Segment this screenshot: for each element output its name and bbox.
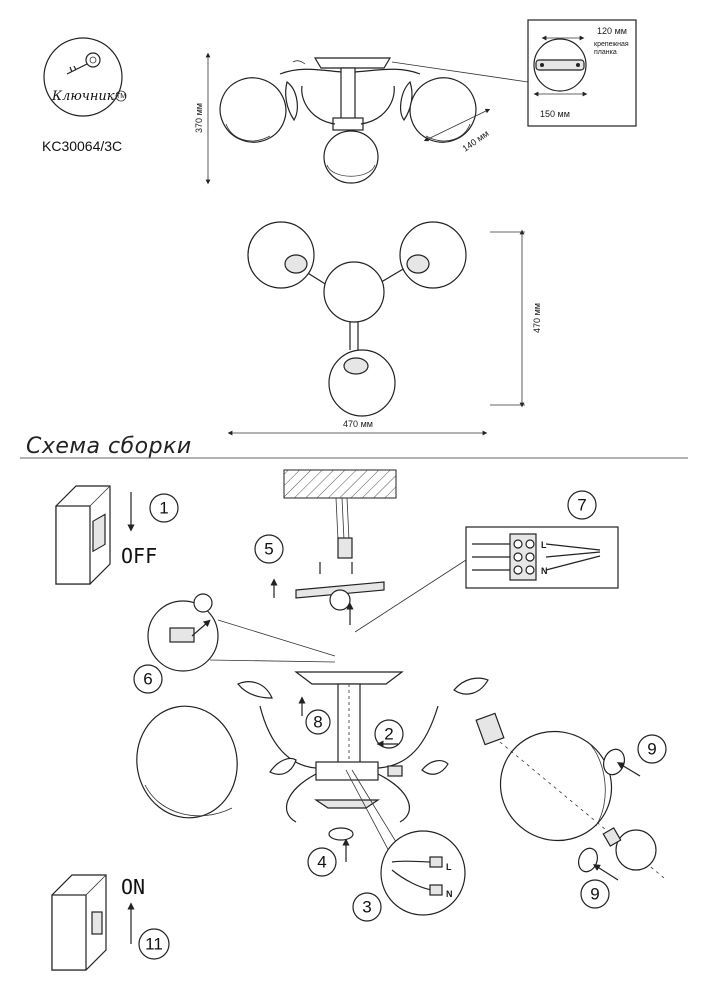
- step-badge-3: 3: [352, 892, 382, 922]
- assembly-title: Схема сборки: [26, 434, 192, 459]
- svg-text:7: 7: [577, 496, 586, 515]
- svg-text:5: 5: [264, 540, 273, 559]
- plate-label-line1: крепежная: [594, 41, 629, 48]
- plate-width-label: 120 мм: [597, 26, 627, 36]
- wire-label-n: N: [446, 889, 453, 899]
- svg-text:2: 2: [384, 725, 393, 744]
- mounting-plate-detail: 120 мм крепежная планка 150 мм: [527, 19, 637, 127]
- wire-label-l: L: [446, 862, 452, 872]
- svg-text:1: 1: [159, 499, 168, 518]
- terminal-label-n: N: [541, 566, 548, 576]
- step-badge-2: 2: [374, 719, 404, 749]
- step-badge-4: 4: [307, 847, 337, 877]
- brand-logo: Ключник TM: [43, 37, 127, 117]
- step-badge-5: 5: [254, 534, 284, 564]
- svg-text:9: 9: [647, 740, 656, 759]
- step-badge-9a: 9: [637, 734, 667, 764]
- canopy-screw-detail: [147, 593, 336, 672]
- svg-text:8: 8: [313, 713, 322, 732]
- logo-text: Ключник: [51, 89, 115, 104]
- svg-text:9: 9: [590, 885, 599, 904]
- plate-label-line2: планка: [594, 49, 617, 56]
- fixture-assembly-illustration: [136, 671, 665, 881]
- step-badge-11: 11: [138, 928, 170, 960]
- svg-text:6: 6: [143, 670, 152, 689]
- step-badge-1: 1: [149, 493, 179, 523]
- svg-text:4: 4: [317, 853, 326, 872]
- svg-text:3: 3: [362, 898, 371, 917]
- svg-text:11: 11: [145, 935, 163, 954]
- top-height-label: 470 мм: [532, 303, 542, 333]
- step-badge-9b: 9: [580, 879, 610, 909]
- ceiling-mount-illustration: [270, 469, 397, 625]
- terminal-label-l: L: [541, 540, 547, 550]
- side-view-drawing: 370 мм 140 мм: [194, 52, 529, 185]
- step-badge-8: 8: [305, 709, 331, 735]
- model-number: KC30064/3C: [42, 138, 122, 154]
- off-label: OFF: [121, 544, 157, 568]
- switch-on-illustration: [51, 874, 135, 971]
- key-icon: [66, 52, 101, 75]
- top-view-drawing: 470 мм 470 мм: [227, 221, 542, 436]
- step-badge-6: 6: [133, 664, 163, 694]
- top-width-label: 470 мм: [343, 419, 373, 429]
- trademark-mark: TM: [116, 93, 126, 100]
- step-badge-7: 7: [567, 490, 597, 520]
- on-label: ON: [121, 875, 145, 899]
- wire-connection-detail: L N: [380, 830, 466, 916]
- terminal-block-detail: L N: [354, 526, 619, 633]
- switch-off-illustration: [55, 485, 135, 585]
- height-dimension-label: 370 мм: [194, 103, 204, 133]
- plate-span-label: 150 мм: [540, 109, 570, 119]
